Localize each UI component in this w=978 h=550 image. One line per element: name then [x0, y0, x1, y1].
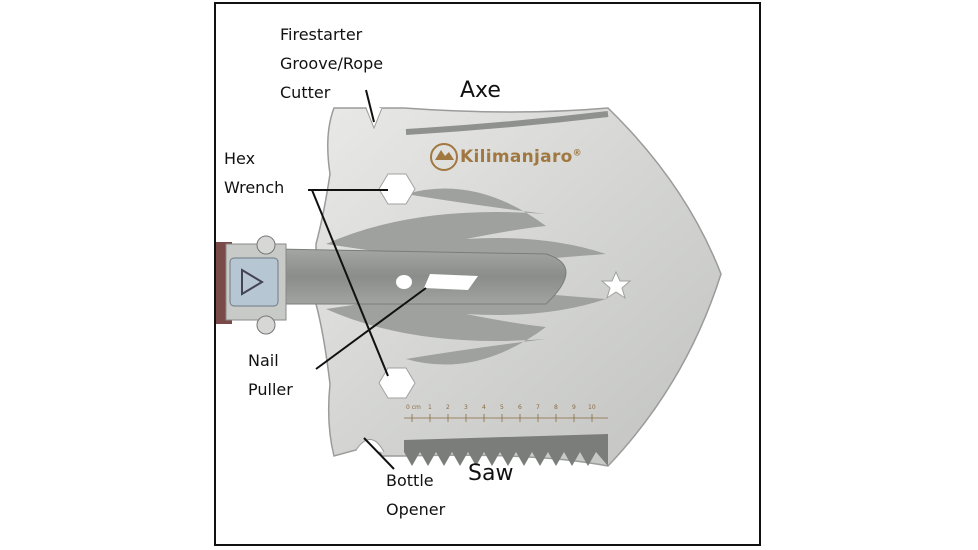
star-hole: [600, 270, 632, 300]
ruler-mark: 9: [572, 404, 576, 411]
bottle-opener-label: Bottle Opener: [386, 466, 445, 524]
bottle-opener-label-line-2: Opener: [386, 500, 446, 519]
ruler-mark: 8: [554, 404, 558, 411]
shovel-illustration: [216, 89, 722, 470]
ruler-mark: 5: [500, 404, 504, 411]
handle-shaft: [275, 248, 567, 305]
firestarter-label-line-3: Cutter: [280, 83, 331, 102]
saw-teeth: [404, 434, 608, 466]
nail-puller-slot: [424, 274, 478, 290]
ruler-mark: 10: [588, 404, 596, 411]
firestarter-label-line-1: Firestarter: [280, 25, 363, 44]
nail-puller-leader-line: [315, 287, 427, 370]
firestarter-leader-line: [365, 89, 375, 123]
nail-puller-label: Nail Puller: [248, 346, 293, 404]
hex-wrench-label: Hex Wrench: [224, 144, 284, 202]
ruler-mark: 6: [518, 404, 522, 411]
axe-edge: [405, 111, 609, 135]
bottle-opener-label-line-1: Bottle: [386, 471, 434, 490]
hex-wrench-label-line-1: Hex: [224, 149, 256, 168]
saw-label: Saw: [468, 461, 514, 486]
brand-logo-text: Kilimanjaro®: [460, 147, 582, 167]
kilimanjaro-logo-icon: [430, 143, 458, 171]
bottle-opener-leader-line: [363, 437, 395, 470]
ruler-mark: 7: [536, 404, 540, 411]
figure-frame: Kilimanjaro® 0 cm 1 2 3 4 5 6 7 8 9 10 F…: [214, 2, 761, 546]
firestarter-label: Firestarter Groove/Rope Cutter: [280, 20, 383, 107]
ruler-mark: 2: [446, 404, 450, 411]
hinge-mechanism: [216, 235, 287, 335]
ruler-unit-label: 0 cm: [406, 404, 421, 411]
axe-label: Axe: [460, 78, 501, 103]
ruler-mark: 1: [428, 404, 432, 411]
flame-pattern: [326, 188, 606, 365]
nail-puller-label-line-2: Puller: [248, 380, 293, 399]
ruler-scale: [404, 414, 608, 422]
firestarter-label-line-2: Groove/Rope: [280, 54, 384, 73]
ruler-mark: 4: [482, 404, 486, 411]
hex-wrench-label-line-2: Wrench: [224, 178, 285, 197]
annotation-lines: [308, 89, 427, 470]
nail-puller-label-line-1: Nail: [248, 351, 279, 370]
hex-wrench-leader-line: [311, 189, 389, 377]
ruler-mark: 3: [464, 404, 468, 411]
handle-hole: [396, 275, 412, 289]
bottle-opener-notch: [355, 439, 385, 453]
